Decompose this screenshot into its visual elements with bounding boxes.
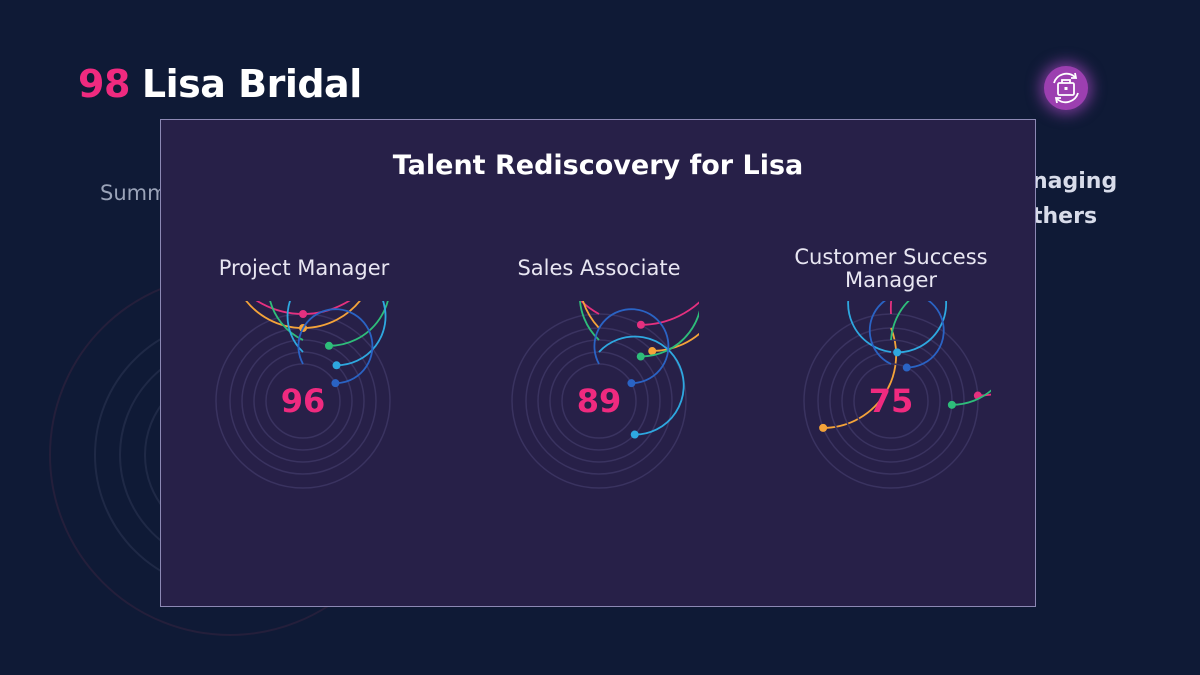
orange-ring-endpoint <box>819 423 828 432</box>
darkblue-ring-arc <box>297 308 374 385</box>
match-ring-chart-sales-associate[interactable]: 89 <box>499 301 699 501</box>
background-text-line-2: thers <box>1032 204 1098 229</box>
background-text-peek: naging thers <box>1032 164 1117 234</box>
blue-ring-arc <box>847 301 948 354</box>
modal-title: Talent Rediscovery for Lisa <box>392 150 804 181</box>
pink-ring-endpoint <box>636 320 645 329</box>
darkblue-ring-arc <box>593 308 670 385</box>
match-score: 75 <box>869 382 914 420</box>
orange-ring-arc <box>823 327 898 429</box>
darkblue-ring-endpoint <box>902 363 911 372</box>
darkblue-ring-arc <box>868 301 945 369</box>
candidate-score: 98 <box>78 62 130 106</box>
pink-ring-endpoint <box>299 310 308 319</box>
talent-rediscovery-modal: Talent Rediscovery for Lisa Project Mana… <box>160 119 1036 607</box>
green-ring-endpoint <box>324 341 333 350</box>
role-label-customer-success-manager: Customer Success Manager <box>794 245 988 292</box>
summary-label: Summ <box>100 181 168 205</box>
darkblue-ring-endpoint <box>627 379 636 388</box>
green-ring-arc <box>890 301 991 406</box>
briefcase-sync-icon[interactable] <box>1044 66 1088 110</box>
orange-ring-endpoint <box>648 347 657 356</box>
green-ring-endpoint <box>947 400 956 409</box>
blue-ring-arc <box>598 335 685 436</box>
blue-ring-endpoint <box>332 361 341 370</box>
match-ring-chart-project-manager[interactable]: 96 <box>203 301 403 501</box>
match-score: 89 <box>577 382 622 420</box>
background-text-line-1: naging <box>1032 169 1118 194</box>
role-label-sales-associate: Sales Associate <box>517 256 681 280</box>
green-ring-endpoint <box>636 352 645 361</box>
blue-ring-endpoint <box>893 348 902 357</box>
match-score: 96 <box>281 382 326 420</box>
match-ring-chart-customer-success-manager[interactable]: 75 <box>791 301 991 501</box>
blue-ring-endpoint <box>630 430 639 439</box>
darkblue-ring-endpoint <box>331 379 340 388</box>
pink-ring-arc <box>579 301 699 326</box>
green-ring-arc <box>269 301 389 347</box>
candidate-name: Lisa Bridal <box>141 62 362 106</box>
role-label-project-manager: Project Manager <box>218 256 390 280</box>
green-ring-arc <box>579 301 699 358</box>
